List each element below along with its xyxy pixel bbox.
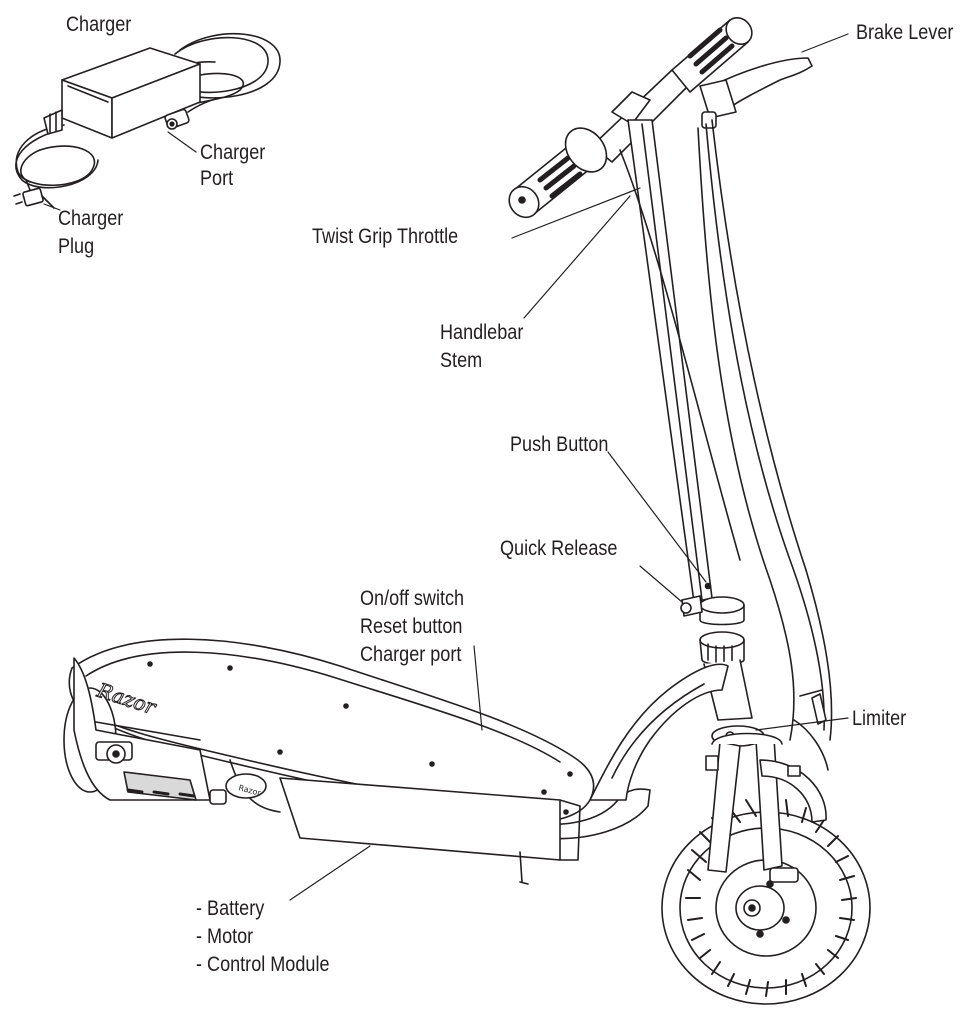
- label-reset-button: Reset button: [360, 615, 463, 638]
- right-grip: [671, 16, 753, 93]
- label-control-module: - Control Module: [196, 953, 330, 976]
- label-charger: Charger: [66, 13, 132, 36]
- label-twist-grip-throttle: Twist Grip Throttle: [312, 225, 459, 248]
- brake-lever: [699, 57, 813, 129]
- leader-lines: [43, 33, 849, 901]
- charger-illustration: [13, 32, 281, 209]
- label-handlebar-stem-line1: Handlebar: [440, 321, 524, 344]
- label-handlebar-stem-line2: Stem: [440, 349, 483, 372]
- label-motor: - Motor: [196, 925, 254, 948]
- frame: [229, 663, 729, 885]
- label-charger-plug-line2: Plug: [58, 235, 95, 258]
- front-wheel: [661, 689, 871, 1005]
- left-grip: [508, 127, 608, 219]
- label-limiter: Limiter: [852, 707, 907, 730]
- label-battery: - Battery: [196, 897, 265, 920]
- label-charger-port-line1: Charger: [200, 141, 266, 164]
- label-push-button: Push Button: [510, 433, 609, 456]
- label-on-off-switch: On/off switch: [360, 587, 465, 610]
- label-quick-release: Quick Release: [500, 537, 618, 560]
- handlebar-stem: [627, 119, 713, 603]
- label-brake-lever: Brake Lever: [856, 21, 954, 44]
- label-charger-port-deck: Charger port: [360, 643, 462, 666]
- quick-release-clamp: [680, 582, 765, 747]
- label-charger-plug-line1: Charger: [58, 207, 124, 230]
- handlebar-assembly: [508, 16, 833, 741]
- rear-assembly: [63, 657, 267, 805]
- label-charger-port-line2: Port: [200, 167, 234, 190]
- deck: [68, 638, 595, 823]
